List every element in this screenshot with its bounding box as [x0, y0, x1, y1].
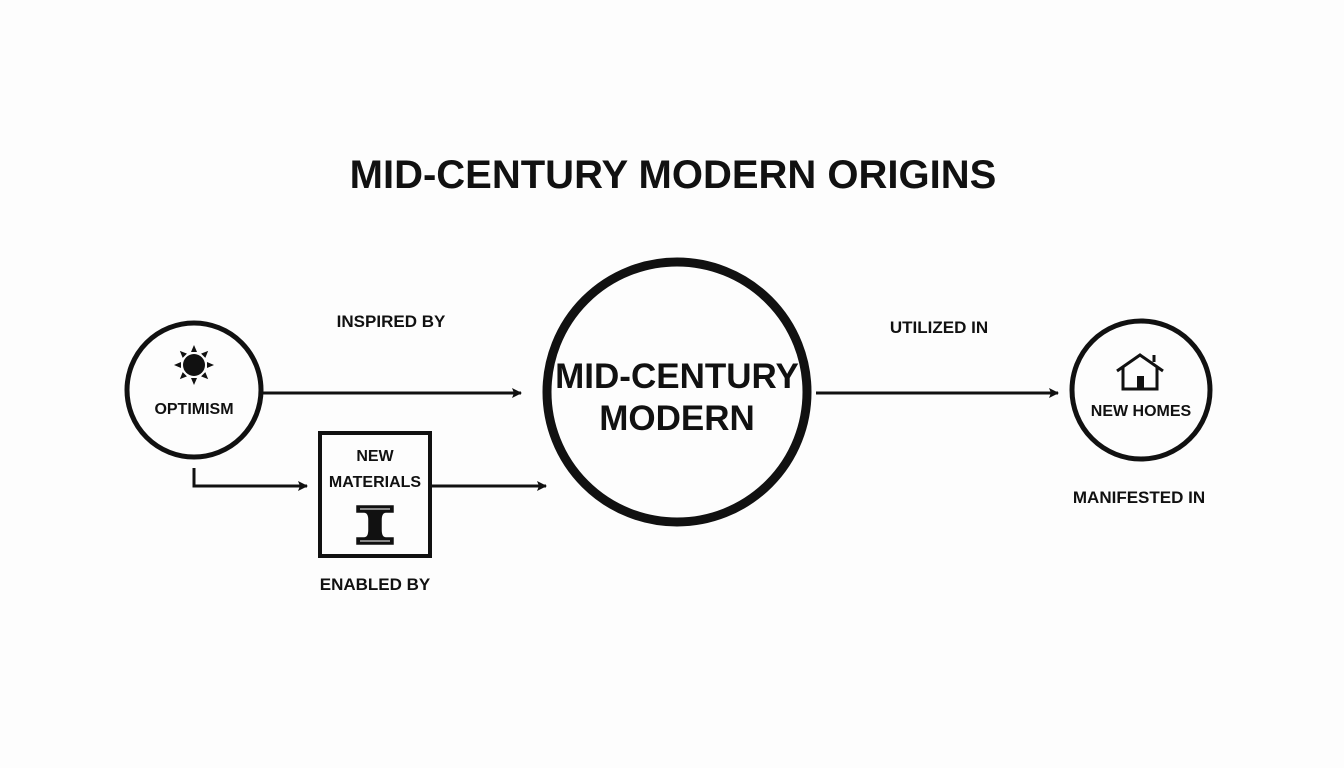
mid-century-modern-node: MID-CENTURY MODERN: [542, 257, 812, 527]
edge-label-enabled-by: ENABLED BY: [320, 575, 431, 594]
materials-label-line1: NEW: [356, 448, 394, 465]
optimism-label: OPTIMISM: [154, 401, 233, 418]
center-label-line1: MID-CENTURY: [555, 357, 799, 396]
arrow-optimism-to-materials: [192, 468, 308, 491]
steel-i-beam-icon: [356, 505, 394, 545]
edge-label-utilized-in: UTILIZED IN: [890, 318, 988, 337]
new-homes-label: NEW HOMES: [1091, 403, 1192, 420]
center-label-line2: MODERN: [599, 399, 755, 438]
new-homes-node: NEW HOMES: [1069, 318, 1213, 462]
sun-icon: [174, 345, 214, 385]
materials-label-line2: MATERIALS: [329, 474, 421, 491]
new-materials-node: NEW MATERIALS: [318, 431, 432, 558]
diagram-title: MID-CENTURY MODERN ORIGINS: [350, 153, 997, 197]
edge-label-inspired-by: INSPIRED BY: [337, 312, 446, 331]
optimism-node: OPTIMISM: [124, 320, 264, 460]
house-icon: [1116, 353, 1164, 391]
edge-label-manifested-in: MANIFESTED IN: [1073, 488, 1205, 507]
